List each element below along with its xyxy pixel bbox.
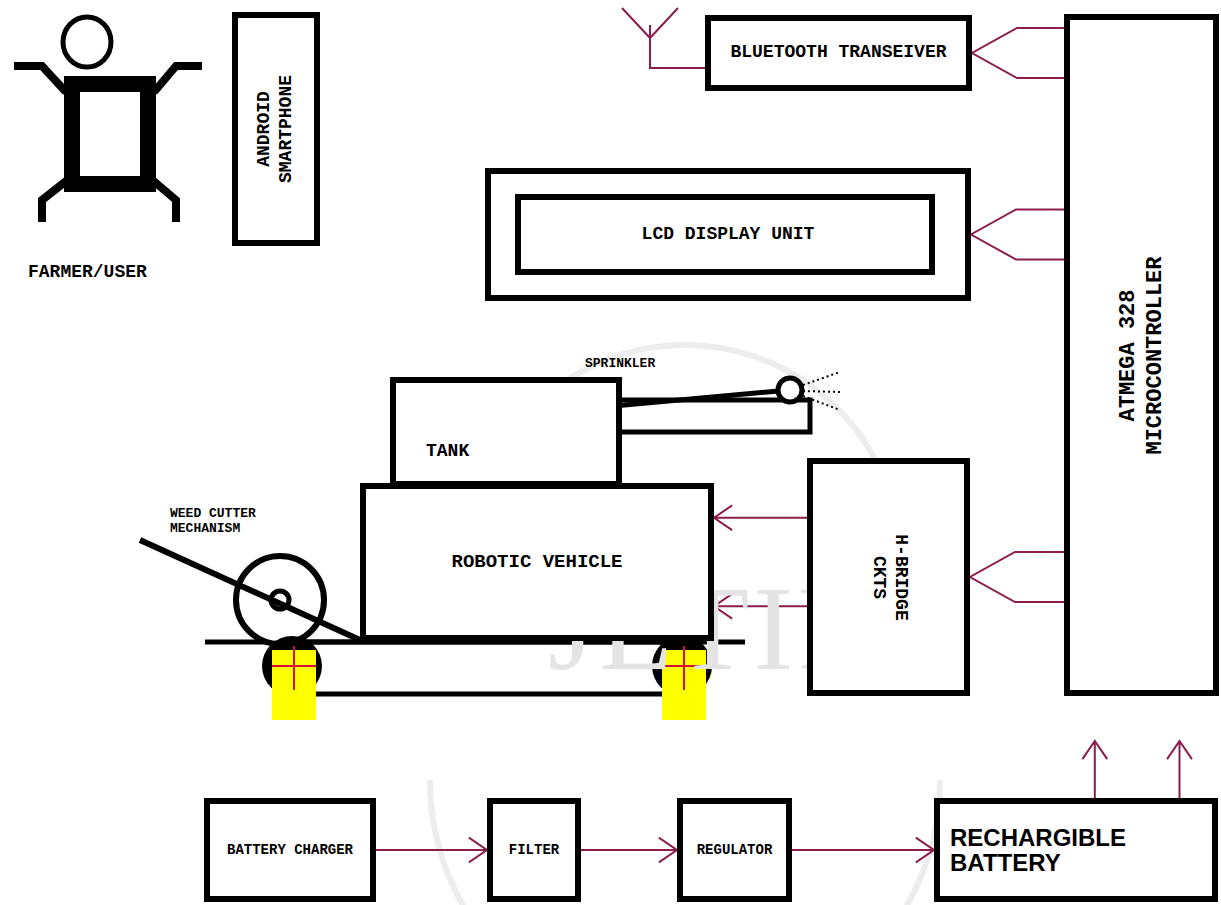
farmer-figure: [14, 17, 202, 222]
microcontroller-box: ATMEGA 328 MICROCONTROLLER: [1064, 14, 1219, 696]
tank-box: TANK: [390, 377, 622, 487]
box-label: TANK: [426, 441, 469, 463]
signal-arrow: [971, 210, 1064, 260]
weed-cutter: [140, 540, 360, 644]
signal-arrow: [581, 838, 677, 863]
rotated-text-holder: ATMEGA 328 MICROCONTROLLER: [1070, 20, 1213, 690]
box-label: FILTER: [509, 842, 559, 859]
box-label: RECHARGIBLE BATTERY: [950, 825, 1190, 875]
box-label: BATTERY CHARGER: [225, 842, 355, 859]
user-label: FARMER/USER: [28, 262, 147, 282]
phone-box: ANDROID SMARTPHONE: [232, 12, 320, 246]
filter-box: FILTER: [487, 798, 581, 902]
lcd-box: LCD DISPLAY UNIT: [485, 168, 971, 301]
battery-box: RECHARGIBLE BATTERY: [934, 798, 1218, 902]
box-label: H-BRIDGE CKTS: [867, 517, 910, 637]
box-label: BLUETOOTH TRANSEIVER: [730, 42, 946, 64]
vehicle-box: ROBOTIC VEHICLE: [360, 483, 714, 641]
hbridge-box: H-BRIDGE CKTS: [807, 458, 970, 696]
charger-box: BATTERY CHARGER: [204, 798, 376, 902]
signal-arrow: [1082, 741, 1107, 798]
bluetooth-box: BLUETOOTH TRANSEIVER: [705, 15, 972, 91]
signal-arrow: [970, 552, 1064, 602]
signal-arrow: [714, 505, 807, 530]
box-label: ANDROID SMARTPHONE: [254, 54, 297, 204]
box-label: LCD DISPLAY UNIT: [642, 224, 815, 246]
regulator-box: REGULATOR: [677, 798, 792, 902]
antenna: [622, 8, 705, 68]
box-label: REGULATOR: [697, 842, 773, 859]
signal-arrow: [376, 838, 487, 863]
rotated-text-holder: ANDROID SMARTPHONE: [238, 18, 314, 240]
signal-arrow: [972, 28, 1064, 78]
part-label: SPRINKLER: [585, 356, 655, 371]
part-label: WEED CUTTER MECHANISM: [170, 506, 320, 536]
box-label: ATMEGA 328 MICROCONTROLLER: [1115, 220, 1168, 490]
box-label: ROBOTIC VEHICLE: [451, 551, 622, 574]
signal-arrow: [1167, 741, 1192, 798]
signal-arrow: [792, 838, 934, 863]
rotated-text-holder: H-BRIDGE CKTS: [813, 464, 964, 690]
